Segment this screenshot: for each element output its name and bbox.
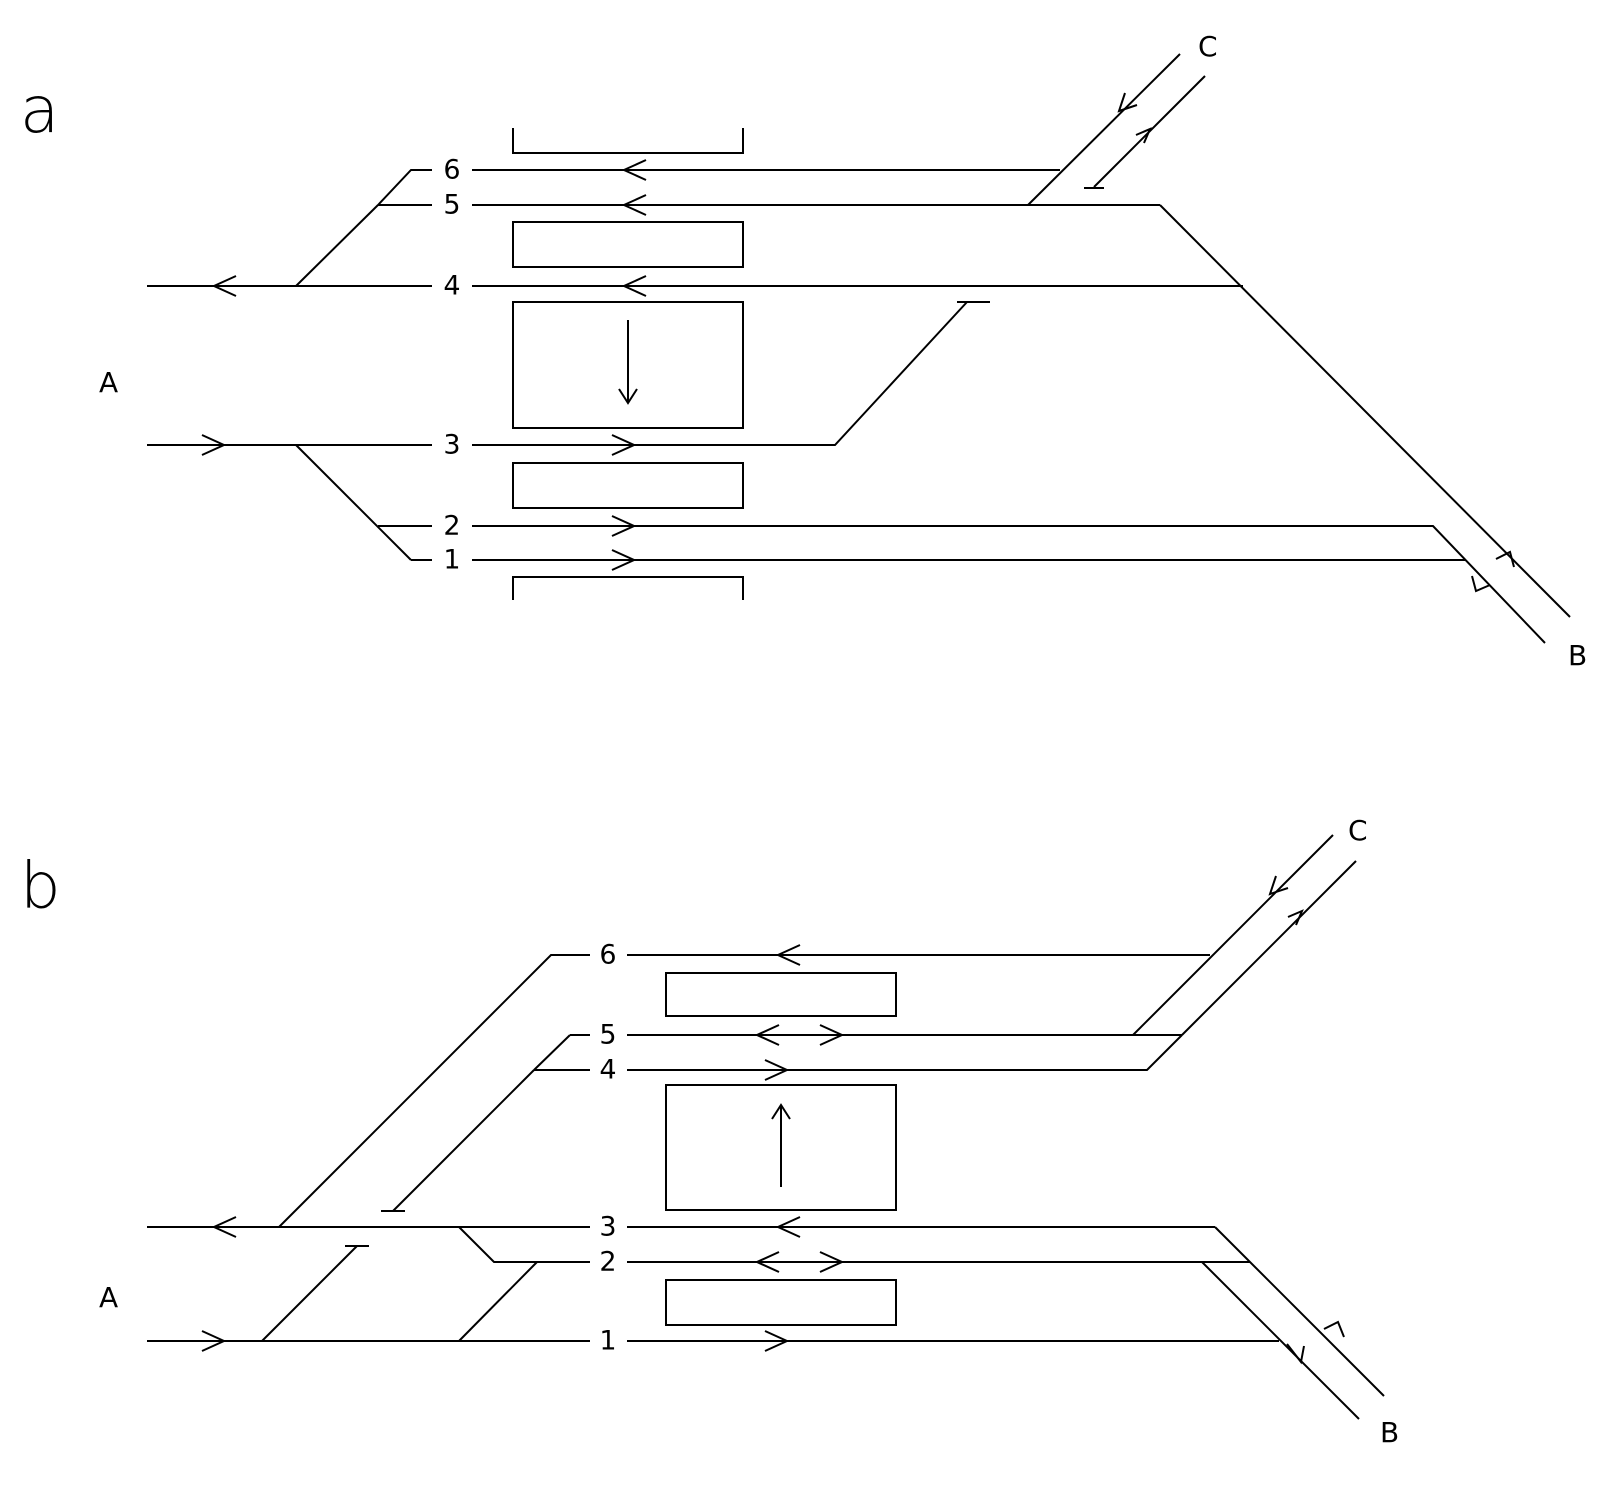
panel-b-arrow-track-1 [764,1330,790,1352]
panel-b-platform-arrow [771,1103,791,1187]
panel-a-switch-3-1 [295,444,412,561]
panel-b-arrow-track-3 [775,1216,801,1238]
panel-b-line-c-out [1181,860,1357,1036]
panel-a-arrow-track-2 [611,515,637,537]
panel-a-track-label-5: 5 [443,190,460,221]
panel-b-platform-2-1 [665,1279,897,1326]
panel-b-track-4-spur [392,1069,535,1212]
panel-a-track-6 [377,169,1060,206]
panel-a-platform-top [512,128,744,154]
panel-b-track-label-5: 5 [599,1020,616,1051]
panel-a-arrow-b-out [1471,575,1491,593]
panel-a-endpoint-c: C [1198,30,1218,63]
panel-a-track-label-3: 3 [443,430,460,461]
panel-a-arrow-track-5 [621,194,647,216]
panel-b-arrow-b-in [1323,1320,1345,1338]
panel-a-endpoint-b: B [1568,639,1587,672]
panel-a-track-3 [147,301,968,446]
panel-b-spur-1 [261,1245,358,1342]
panel-a-arrow-left [211,275,237,297]
panel-b-line-b-in [1214,1226,1385,1397]
panel-a-letter: a [20,74,59,148]
panel-b-arrow-c-out [1287,909,1304,926]
panel-a-track-label-6: 6 [443,155,460,186]
panel-a-arrow-track-1 [611,549,637,571]
panel-a-platform-bottom [512,576,744,600]
panel-b-arrow-b-out [1286,1343,1305,1365]
panel-b-track-5-spur [533,1034,571,1071]
panel-b-line-c-in [1132,834,1334,1036]
panel-b-platform-6-5 [665,972,897,1017]
panel-a-platform-5-4 [512,221,744,268]
panel-b-arrow-track-6 [775,944,801,966]
panel-b-arrow-track-5 [754,1024,845,1046]
panel-b-track-label-1: 1 [599,1326,616,1357]
panel-a-line-b [1159,204,1571,618]
panel-b: b A C B [20,814,1399,1449]
panel-b-track-4 [534,1034,1183,1071]
panel-a-platform-3-2 [512,462,744,509]
panel-b-track-label-4: 4 [599,1055,616,1086]
panel-b-track-label-3: 3 [599,1212,616,1243]
panel-b-crossover-1-2 [458,1261,538,1342]
panel-a-platform-arrow [618,320,638,405]
panel-a-endpoint-a: A [99,366,118,399]
panel-b-letter: b [20,850,61,924]
panel-a-line-c-in [1027,53,1181,206]
panel-b-line-b-out [1201,1261,1360,1420]
panel-a-track-label-2: 2 [443,511,460,542]
panel-b-track-label-6: 6 [599,940,616,971]
panel-a-arrow-track-3 [611,434,637,456]
panel-b-endpoint-b: B [1380,1416,1399,1449]
panel-b-arrow-left [211,1216,237,1238]
panel-b-track-label-2: 2 [599,1247,616,1278]
panel-b-track-6 [278,954,1210,1228]
panel-a-track-2 [378,525,1546,644]
panel-b-arrow-right [201,1330,227,1352]
panel-a-arrow-c-out [1135,127,1152,144]
panel-b-endpoint-a: A [99,1281,118,1314]
panel-b-endpoint-c: C [1348,814,1368,847]
panel-a-track-label-4: 4 [443,271,460,302]
panel-a-arrow-b-in [1495,550,1515,568]
panel-a-arrow-c-in [1117,92,1138,113]
panel-a-crossover-5-4 [295,204,379,287]
panel-a: a A C B [20,30,1587,672]
panel-a-arrow-right [201,434,227,456]
panel-a-arrow-track-4 [621,275,647,297]
panel-b-arrow-track-4 [764,1059,790,1081]
panel-b-arrow-track-2 [754,1251,845,1273]
panel-a-track-label-1: 1 [443,545,460,576]
panel-a-arrow-track-6 [621,159,647,181]
panel-b-arrow-c-in [1268,875,1289,896]
panel-b-track-2 [458,1226,1250,1263]
